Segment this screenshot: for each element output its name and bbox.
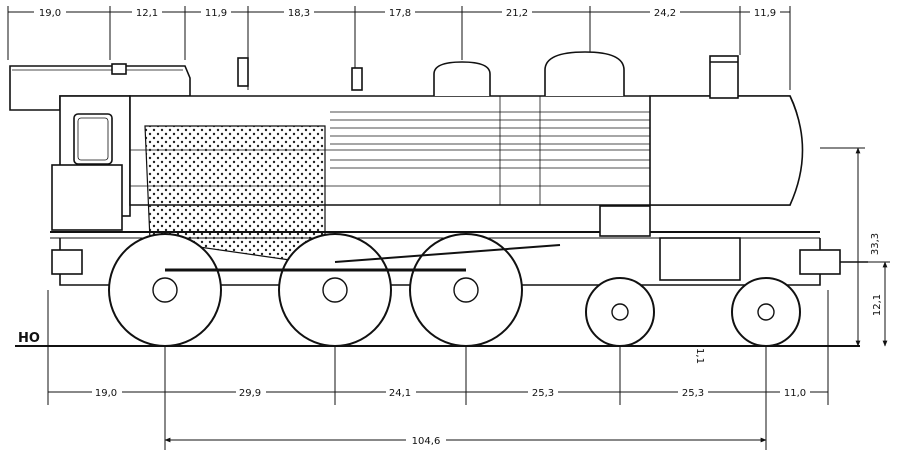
- bottom-dim-3: 24,1: [389, 388, 411, 399]
- top-dimension-labels: 19,0 12,1 11,9 18,3 17,8 21,2 24,2 11,9: [34, 5, 780, 19]
- right-dimension-lines: [820, 147, 890, 347]
- top-dim-5: 17,8: [389, 8, 411, 19]
- top-dim-3: 11,9: [205, 8, 227, 19]
- bottom-dimension-labels: 19,0 29,9 24,1 25,3 25,3 11,0 104,6: [92, 385, 810, 447]
- height-dim-2: 12,1: [872, 294, 883, 316]
- bottom-dim-1: 19,0: [95, 388, 117, 399]
- top-dim-4: 18,3: [288, 8, 310, 19]
- bottom-dim-4: 25,3: [532, 388, 554, 399]
- height-dim-1: 33,3: [870, 233, 881, 255]
- bottom-dim-2: 29,9: [239, 388, 261, 399]
- top-dim-7: 24,2: [654, 8, 676, 19]
- top-dim-2: 12,1: [136, 8, 158, 19]
- scale-label: HO: [18, 331, 40, 346]
- top-dim-1: 19,0: [39, 8, 61, 19]
- top-dim-6: 21,2: [506, 8, 528, 19]
- top-dim-8: 11,9: [754, 8, 776, 19]
- bottom-dimension-lines: [47, 290, 829, 450]
- small-dim: 1,1: [694, 348, 705, 364]
- bottom-dim-5: 25,3: [682, 388, 704, 399]
- wheel-set: [108, 233, 801, 347]
- overall-length: 104,6: [412, 436, 441, 447]
- bottom-dim-6: 11,0: [784, 388, 806, 399]
